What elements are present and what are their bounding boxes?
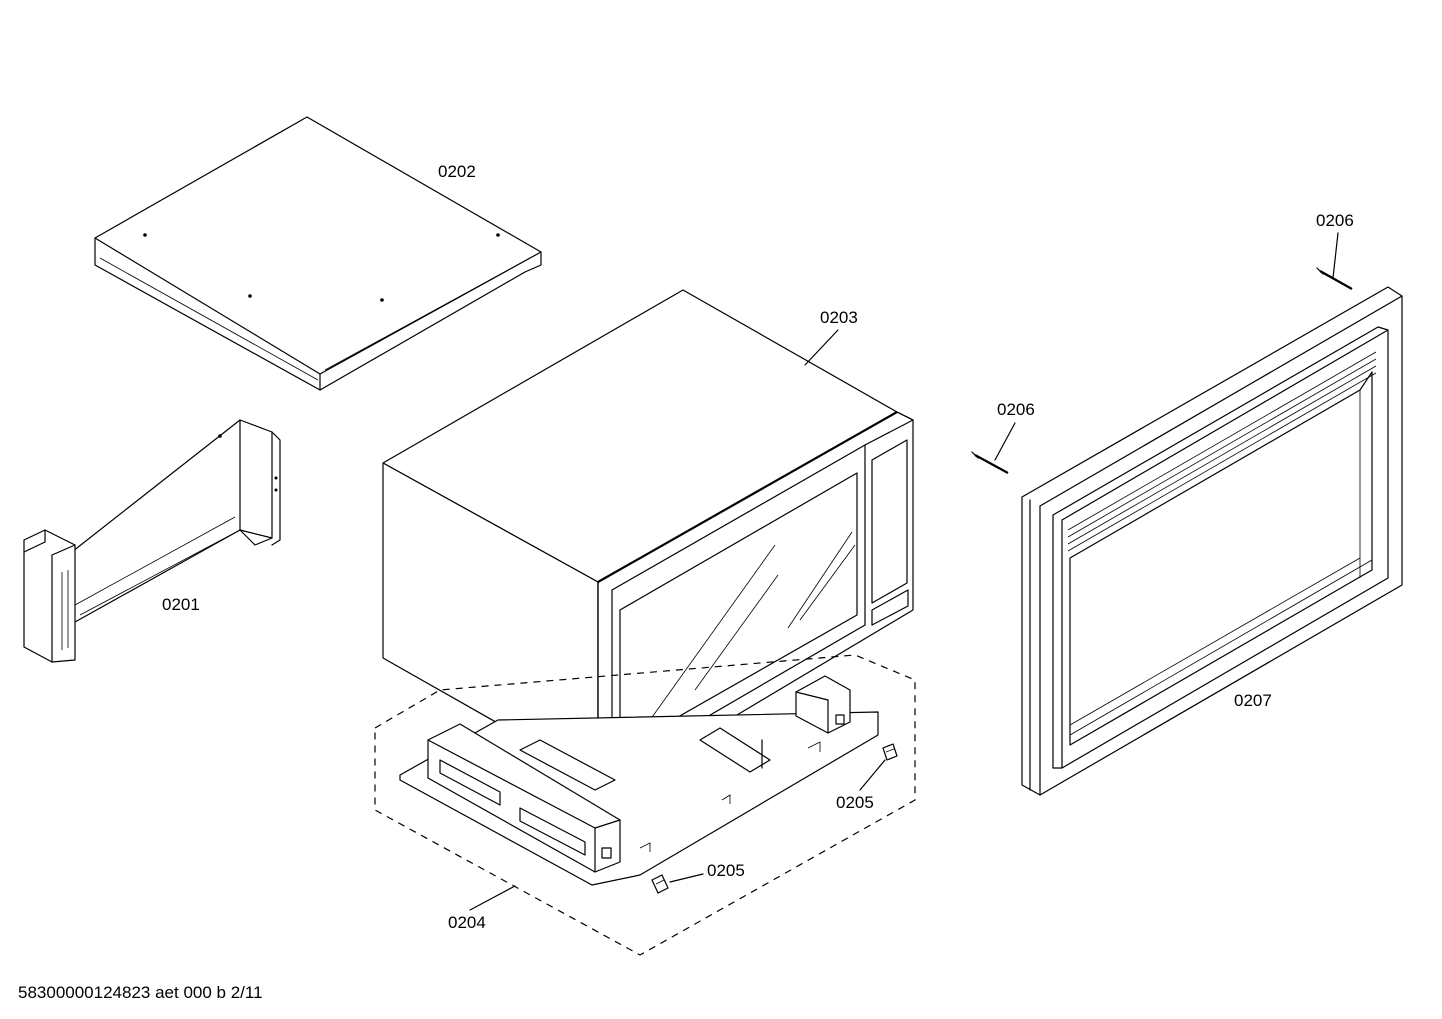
part-0206-screw-a[interactable] <box>971 451 1009 474</box>
label-0205-b: 0205 <box>836 793 874 812</box>
label-0203: 0203 <box>820 308 858 327</box>
label-0207: 0207 <box>1234 691 1272 710</box>
part-0204-base-tray[interactable] <box>374 654 916 956</box>
label-0202: 0202 <box>438 162 476 181</box>
part-0205-clip-b[interactable] <box>882 743 898 761</box>
label-0206-b: 0206 <box>1316 211 1354 230</box>
part-0205-clip-a[interactable] <box>651 874 669 894</box>
part-0201-side-bracket[interactable] <box>23 419 281 663</box>
label-0201: 0201 <box>162 595 200 614</box>
label-0206-a: 0206 <box>997 400 1035 419</box>
part-0202-top-cover[interactable] <box>94 116 542 391</box>
part-0206-screw-b[interactable] <box>1316 267 1353 290</box>
label-0204: 0204 <box>448 913 486 932</box>
label-0205-a: 0205 <box>707 861 745 880</box>
part-0203-microwave[interactable] <box>382 289 914 781</box>
drawing-id: 58300000124823 aet 000 b 2/11 <box>18 983 263 1002</box>
part-0207-trim-frame[interactable] <box>1021 286 1403 796</box>
